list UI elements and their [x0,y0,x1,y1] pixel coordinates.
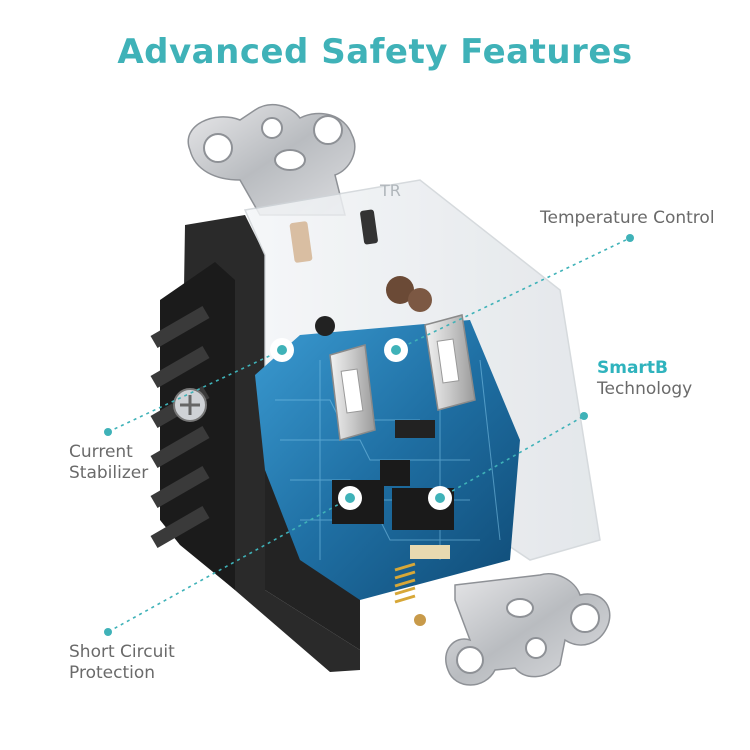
label-smartb-rest: Technology [597,379,693,399]
hotspot-marker-icon [338,486,362,510]
shell-marking: TR [379,181,401,200]
label-temperature-text: Temperature Control [540,208,715,228]
callout-dot-icon [626,234,634,242]
top-mounting-strap [187,103,356,216]
label-smartb-highlight: SmartB [597,358,668,378]
terminal-screw [173,388,207,422]
hotspot-marker-icon [270,338,294,362]
label-temperature-control: Temperature Control [540,208,715,229]
label-current-stabilizer: Current Stabilizer [69,442,148,484]
label-short-line1: Short Circuit [69,642,175,662]
hotspot-marker-icon [384,338,408,362]
label-current-line1: Current [69,442,133,462]
usb-port-left [329,344,376,441]
label-short-line2: Protection [69,663,156,683]
hotspot-marker-icon [428,486,452,510]
bottom-mounting-strap [445,573,611,686]
page-title: Advanced Safety Features [117,32,633,72]
usb-port-right [424,314,476,411]
callout-line-temperature [395,237,631,351]
label-smartb-technology: SmartB Technology [597,358,692,400]
spring-coil [394,562,416,604]
callout-lines [107,237,631,633]
callout-dot-icon [580,412,588,420]
callout-dot-icon [104,428,112,436]
callout-dots [104,234,634,636]
callout-dot-icon [104,628,112,636]
label-short-circuit-protection: Short Circuit Protection [69,642,175,684]
label-current-line2: Stabilizer [69,463,149,483]
